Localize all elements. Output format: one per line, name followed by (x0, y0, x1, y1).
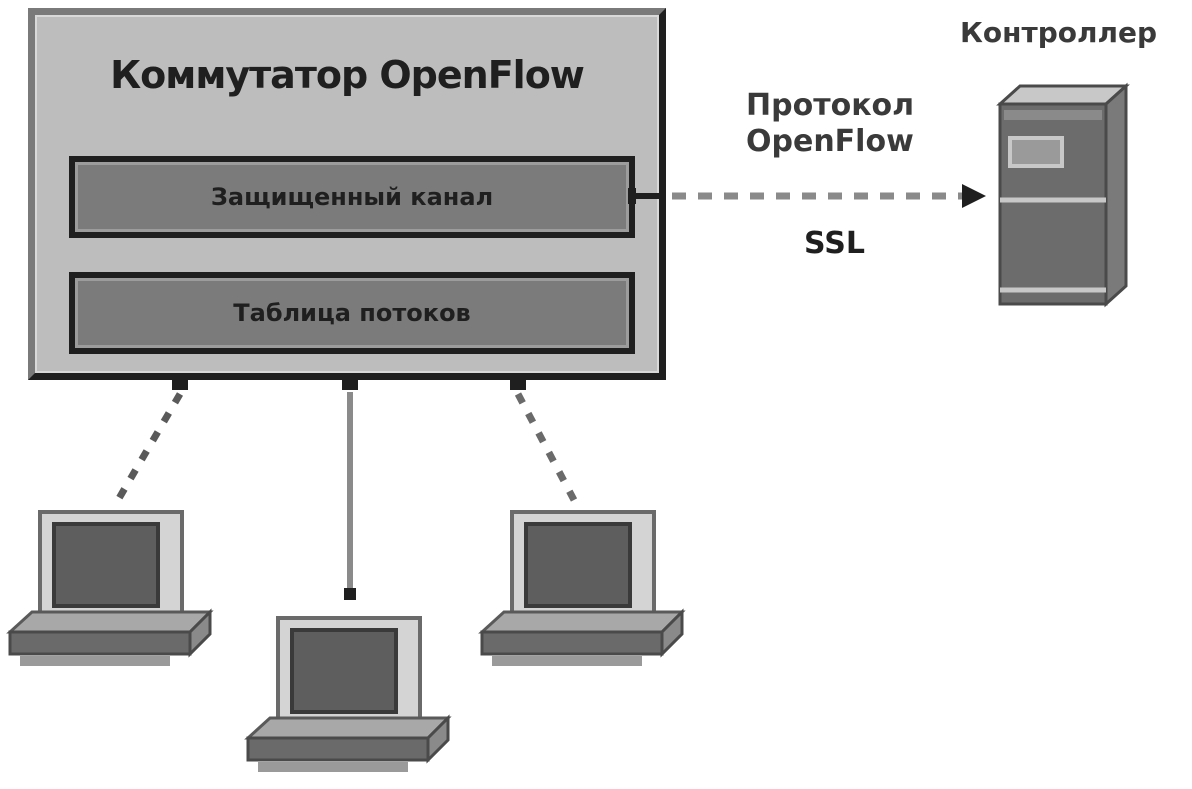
dashed-link-right (514, 392, 578, 502)
protocol-label: Протокол OpenFlow (746, 88, 914, 160)
controller-label: Контроллер (960, 16, 1158, 49)
ssl-label: SSL (804, 226, 865, 261)
arrow-head-icon (962, 184, 986, 208)
protocol-label-line1: Протокол (746, 88, 915, 123)
computer-icon (244, 616, 452, 772)
flow-table-block: Таблица потоков (69, 272, 635, 354)
switch-port-left (172, 380, 188, 390)
link-end-center (344, 588, 356, 600)
switch-title: Коммутатор OpenFlow (110, 53, 585, 97)
computer-icon (6, 510, 214, 666)
computer-icon (478, 510, 686, 666)
protocol-label-line2: OpenFlow (746, 124, 914, 159)
openflow-switch: Коммутатор OpenFlow Защищенный канал Таб… (28, 8, 666, 380)
switch-port-right (510, 380, 526, 390)
secure-channel-block: Защищенный канал (69, 156, 635, 238)
server-tower-icon (996, 82, 1130, 308)
controller-link (628, 184, 986, 208)
dashed-link-left (114, 392, 184, 502)
switch-port-connector (628, 188, 636, 204)
host-links (114, 380, 578, 600)
switch-port-center (342, 380, 358, 390)
